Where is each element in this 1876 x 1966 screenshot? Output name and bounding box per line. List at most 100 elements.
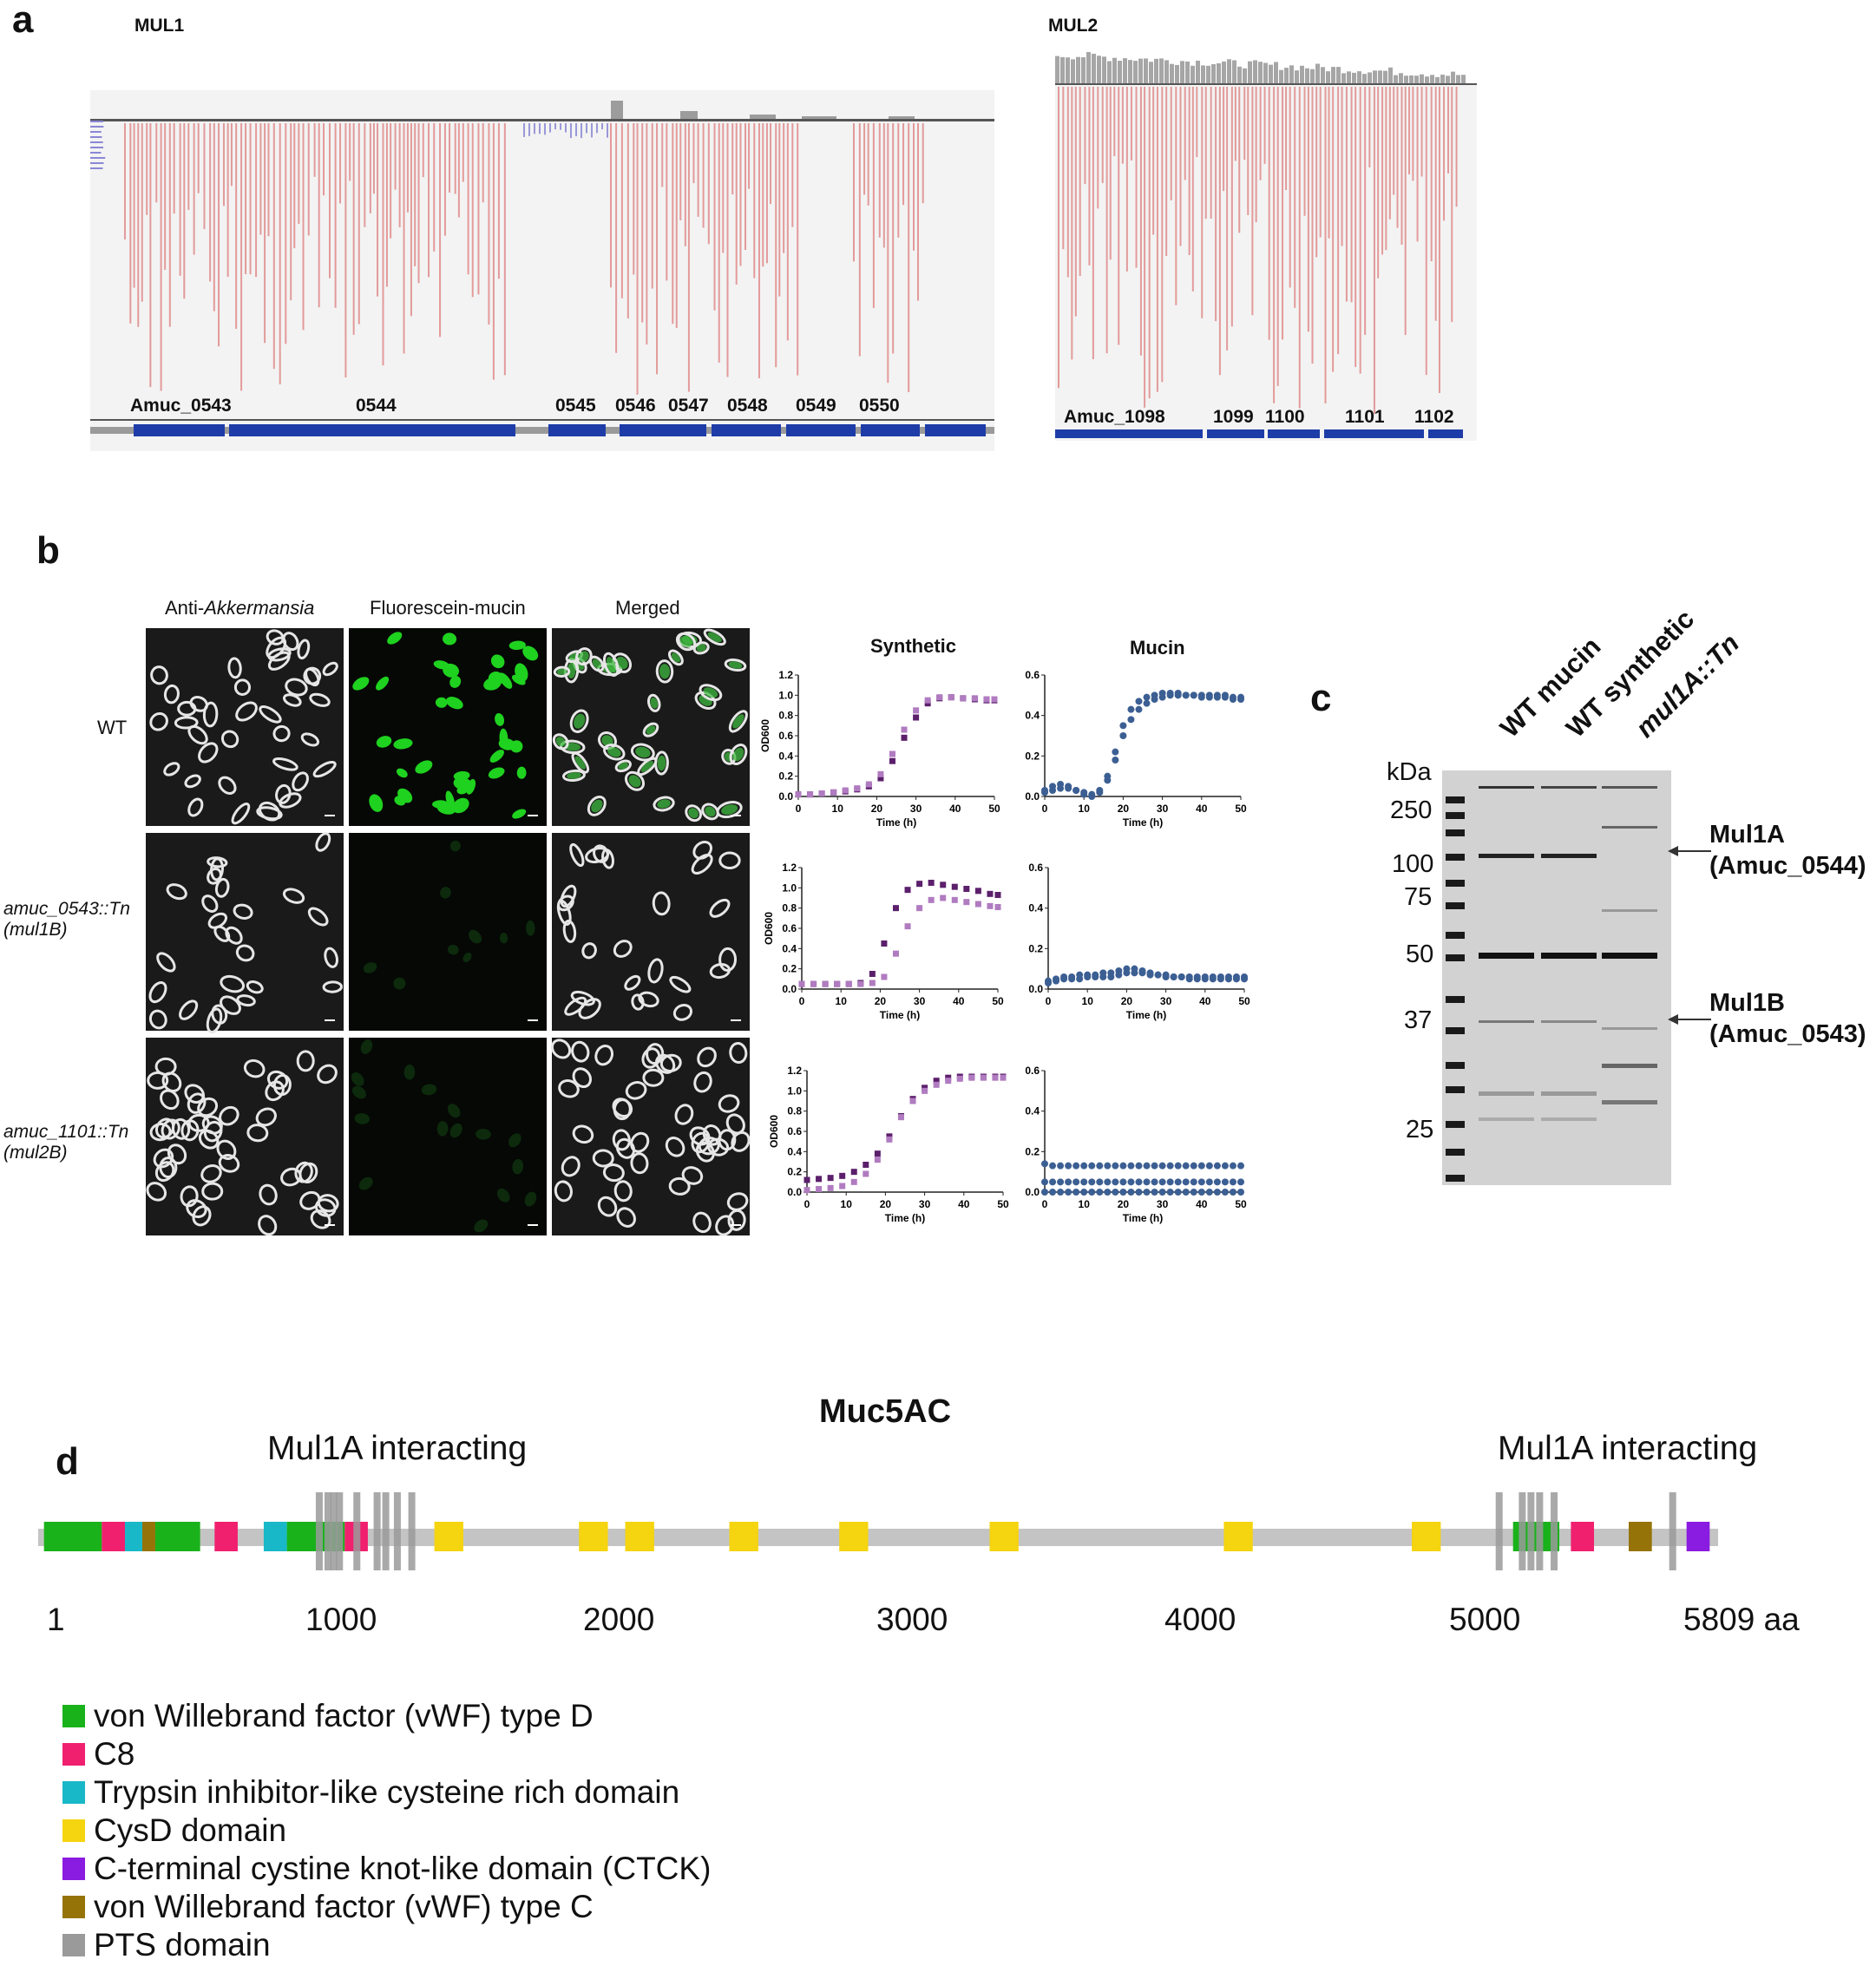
cell [436, 1121, 449, 1137]
cell [703, 687, 718, 698]
data-point [1072, 1189, 1080, 1196]
mul2-gene-label: 1100 [1265, 407, 1305, 427]
data-point [1000, 1074, 1007, 1081]
coverage-peak [1185, 61, 1190, 85]
cell [511, 674, 526, 685]
coverage-peak [1138, 58, 1143, 85]
cell [403, 1064, 416, 1080]
y-tick-label: 0.0 [778, 790, 793, 803]
x-tick-label: 20 [1118, 1198, 1130, 1210]
data-point [1229, 1178, 1236, 1186]
cell [154, 1057, 177, 1076]
cell [397, 788, 413, 803]
data-point [886, 1133, 893, 1140]
cell [233, 678, 252, 696]
data-point [1053, 977, 1060, 985]
gene-block [786, 424, 856, 436]
column-header-fluorescein-mucin: Fluorescein-mucin [370, 597, 526, 619]
cell [679, 636, 692, 648]
data-point [1057, 1162, 1065, 1170]
cell [613, 1180, 633, 1203]
cell [166, 883, 187, 901]
coverage-peak [1227, 59, 1231, 85]
microscopy-image-grid [146, 628, 751, 1236]
data-point [818, 790, 825, 796]
panel-b-letter: b [36, 529, 60, 572]
cell [640, 761, 653, 772]
cell [655, 659, 674, 684]
coverage-peak [1196, 60, 1200, 85]
growth-header-mucin: Mucin [1130, 637, 1185, 659]
cell [352, 677, 370, 691]
cell [727, 1209, 746, 1231]
pts-domain [336, 1492, 344, 1570]
protein-domain [1571, 1522, 1595, 1551]
mul1-gene-label: 0550 [859, 396, 900, 416]
protein-band [1602, 826, 1657, 829]
cell [612, 1129, 631, 1151]
mul1-title: MUL1 [134, 16, 185, 36]
cell [255, 1107, 277, 1127]
protein-band [1602, 1100, 1657, 1104]
data-point [1112, 757, 1119, 763]
data-point [889, 757, 895, 764]
cell [731, 1130, 751, 1152]
data-point [1088, 1178, 1096, 1186]
cell [433, 660, 449, 670]
axis-label: 1000 [305, 1602, 377, 1637]
cell [561, 1156, 581, 1177]
data-point [1166, 1189, 1174, 1196]
protein-band [1479, 953, 1534, 959]
x-axis-label: Time (h) [880, 1009, 920, 1021]
x-tick-label: 20 [875, 995, 887, 1007]
coverage-peak [1414, 75, 1419, 85]
data-point [991, 696, 998, 703]
cell [309, 692, 331, 707]
x-tick-label: 10 [836, 995, 848, 1007]
data-point [1112, 1189, 1119, 1196]
cell [726, 1192, 749, 1211]
data-point [1166, 1162, 1174, 1170]
cell [526, 920, 535, 936]
cell [354, 1113, 371, 1124]
data-point [1197, 1178, 1205, 1186]
data-point [1158, 1178, 1166, 1186]
data-point [1166, 690, 1174, 697]
cell [499, 933, 508, 944]
cell [258, 801, 281, 822]
legend-swatch [62, 1705, 85, 1727]
protein-domain [579, 1522, 608, 1551]
data-point [1057, 784, 1065, 792]
cell [588, 655, 605, 672]
coverage-peak [1071, 59, 1075, 85]
cell [697, 1046, 717, 1068]
data-point [1127, 716, 1135, 724]
coverage-peak [1456, 75, 1460, 85]
cell [282, 888, 305, 904]
coverage-peak [1378, 70, 1382, 85]
data-point [1162, 973, 1170, 980]
ladder-band [1446, 1062, 1465, 1069]
muc5ac-domain-map [38, 1492, 1718, 1570]
gene-block [1207, 429, 1264, 438]
data-point [854, 785, 861, 792]
data-point [1041, 789, 1048, 796]
cell [227, 657, 242, 679]
ladder-band [1446, 854, 1465, 861]
cell [210, 857, 224, 881]
axis-label: 2000 [583, 1602, 655, 1637]
x-tick-label: 40 [958, 1198, 970, 1210]
protein-domain [434, 1522, 463, 1551]
cell [376, 736, 392, 748]
y-tick-label: 1.2 [782, 862, 797, 874]
data-point [1241, 975, 1248, 983]
data-point [940, 895, 947, 901]
interacting-label-right: Mul1A interacting [1498, 1430, 1758, 1467]
data-point [956, 1075, 963, 1082]
coverage-peak [1211, 63, 1216, 85]
y-tick-label: 0.0 [787, 1186, 802, 1198]
cell [452, 797, 469, 814]
y-tick-label: 0.4 [782, 942, 797, 954]
coverage-peak [1144, 58, 1148, 85]
protein-domain [102, 1522, 125, 1551]
